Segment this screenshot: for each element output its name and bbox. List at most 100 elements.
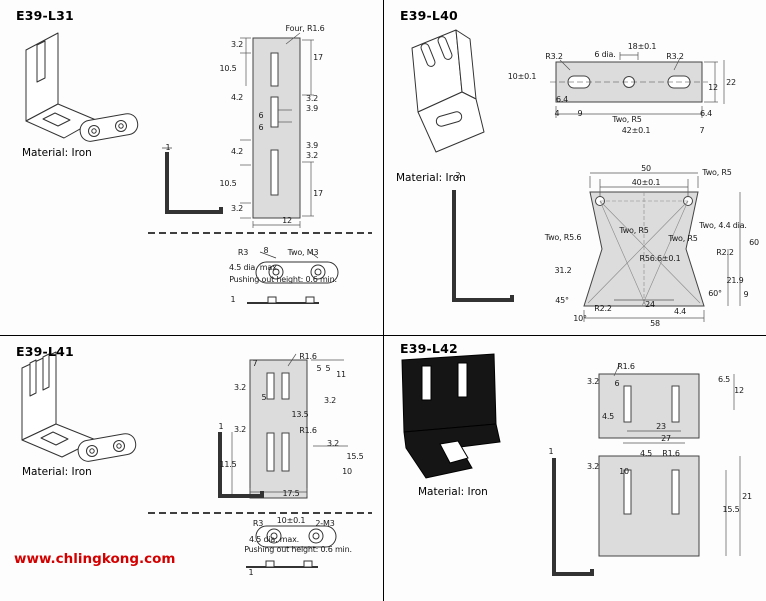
dim-label: 42±0.1: [621, 126, 651, 135]
dim-label: 3.2: [326, 439, 340, 448]
dim-label: 45°: [555, 296, 569, 305]
bend-construction-lines: [587, 192, 701, 307]
dim-label: 17: [313, 53, 323, 62]
flat-pattern-view: [598, 373, 700, 557]
dimension-lines: [240, 32, 314, 228]
dim-label: Pushing out height: 0.6 min.: [244, 545, 352, 554]
dim-label: 15.5: [346, 452, 364, 461]
bracket-isometric-view: [21, 351, 137, 462]
dim-label: 7: [699, 126, 705, 135]
dim-label: 2-M3: [315, 519, 335, 528]
dim-label: 6: [258, 111, 264, 120]
side-view: [552, 458, 594, 576]
dim-label: R56.6±0.1: [639, 254, 681, 263]
dim-label: 23: [656, 422, 666, 431]
dim-label: 3.9: [305, 141, 319, 150]
dim-label: 6 dia.: [594, 50, 616, 59]
material-label: Material: Iron: [22, 147, 92, 159]
side-view: [162, 147, 223, 214]
dim-label: 22: [726, 78, 736, 87]
dim-label: 3.2: [230, 204, 244, 213]
dim-label: 9: [577, 109, 583, 118]
dimension-lines: [613, 362, 741, 556]
dim-label: 9: [743, 290, 749, 299]
dim-label: 3.2: [323, 396, 337, 405]
dim-label: R2.2: [594, 304, 612, 313]
side-view: [452, 190, 514, 302]
dim-label: 27: [661, 434, 671, 443]
bracket-isometric-view: [25, 32, 139, 142]
dim-label: 3.2: [305, 151, 319, 160]
dim-label: 10±0.1: [507, 72, 537, 81]
dim-label: 12: [282, 216, 292, 225]
dim-label: Two, R5.6: [544, 233, 582, 242]
dim-label: 6: [614, 379, 620, 388]
horizontal-divider: [0, 335, 766, 336]
dim-label: R1.6: [617, 362, 635, 371]
dim-label: Two, R5: [619, 226, 649, 235]
dim-label: 11: [336, 370, 346, 379]
panel-title: E39-L42: [400, 341, 458, 356]
dim-label: 1: [218, 422, 224, 431]
dim-label: 1: [548, 447, 554, 456]
flat-pattern-view: [249, 359, 308, 499]
dim-label: Two, R5: [702, 168, 732, 177]
dim-label: R3: [252, 519, 264, 528]
top-flat-pattern: [550, 61, 708, 103]
dim-label: Two, R5: [668, 234, 698, 243]
dim-label: 10.5: [219, 179, 237, 188]
dim-label: 4.2: [230, 93, 244, 102]
dim-label: Four, R1.6: [285, 24, 325, 33]
drawing-e39-l41: [21, 351, 372, 568]
dim-label: 6.4: [555, 95, 569, 104]
material-label: Material: Iron: [22, 466, 92, 478]
dim-label: 1: [230, 295, 236, 304]
dim-label: 17.5: [282, 489, 300, 498]
drawing-e39-l31: [25, 32, 372, 304]
dim-label: 3.2: [230, 40, 244, 49]
dim-label: 3.2: [305, 94, 319, 103]
dim-label: R3: [237, 248, 249, 257]
dim-label: 10: [342, 467, 352, 476]
dim-label: 11.5: [219, 460, 237, 469]
dim-label: 10±0.1: [276, 516, 306, 525]
dim-label: 17: [313, 189, 323, 198]
dim-label: 12: [708, 83, 718, 92]
dim-label: R1.6: [299, 426, 317, 435]
dim-label: 1: [165, 143, 171, 152]
dim-label: 4.5: [639, 449, 653, 458]
panel-title: E39-L41: [16, 344, 74, 359]
dim-label: 12: [734, 386, 744, 395]
dim-label: 10.5: [219, 64, 237, 73]
dim-label: 5: [325, 364, 331, 373]
dim-label: 60: [749, 238, 759, 247]
dimension-lines-top: [555, 52, 725, 118]
dim-label: 5: [316, 364, 322, 373]
dim-label: Two, R5: [612, 115, 642, 124]
dimension-lines: [231, 353, 348, 496]
dim-label: 4.2: [230, 147, 244, 156]
dim-label: 6: [258, 123, 264, 132]
dim-label: R3.2: [545, 52, 563, 61]
vertical-divider: [383, 0, 384, 601]
dim-label: 18±0.1: [627, 42, 657, 51]
dim-label: 58: [650, 319, 660, 328]
dim-label: 10°: [573, 314, 587, 323]
dim-label: 1: [248, 568, 254, 577]
dim-label: 24: [645, 300, 655, 309]
dim-label: 3.2: [233, 425, 247, 434]
dim-label: 3.2: [586, 377, 600, 386]
dim-label: Two, M3: [287, 248, 319, 257]
dim-label: 5: [261, 393, 267, 402]
dim-label: 2: [455, 171, 461, 180]
dim-label: 7: [252, 359, 258, 368]
dim-label: R3.2: [666, 52, 684, 61]
dim-label: 4.4: [673, 307, 687, 316]
